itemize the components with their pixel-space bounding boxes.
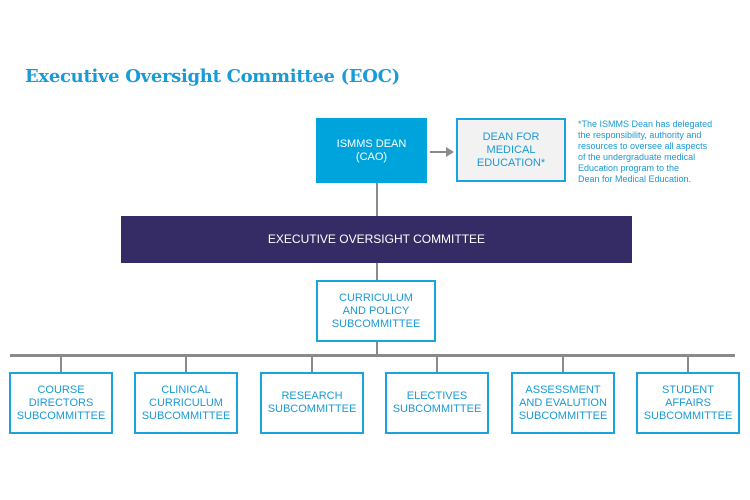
node-dean-medical-education: DEAN FOR MEDICAL EDUCATION*: [456, 118, 566, 182]
connector-line: [376, 183, 378, 216]
connector-line: [60, 357, 62, 372]
connector-line: [185, 357, 187, 372]
arrow-right-icon: [446, 147, 454, 157]
chart-title: Executive Oversight Committee (EOC): [25, 66, 400, 87]
node-subcommittee: CLINICAL CURRICULUM SUBCOMMITTEE: [134, 372, 238, 434]
connector-line: [430, 151, 448, 153]
node-subcommittee: ASSESSMENT AND EVALUTION SUBCOMMITTEE: [511, 372, 615, 434]
node-subcommittee: RESEARCH SUBCOMMITTEE: [260, 372, 364, 434]
connector-line: [687, 357, 689, 372]
node-subcommittee: ELECTIVES SUBCOMMITTEE: [385, 372, 489, 434]
footnote: *The ISMMS Dean has delegated the respon…: [578, 119, 713, 184]
node-ismms-dean: ISMMS DEAN (CAO): [316, 118, 427, 183]
node-curriculum-policy: CURRICULUM AND POLICY SUBCOMMITTEE: [316, 280, 436, 342]
connector-line: [562, 357, 564, 372]
connector-line: [376, 342, 378, 355]
node-subcommittee: COURSE DIRECTORS SUBCOMMITTEE: [9, 372, 113, 434]
connector-line: [311, 357, 313, 372]
connector-line: [436, 357, 438, 372]
connector-line: [376, 263, 378, 280]
node-eoc: EXECUTIVE OVERSIGHT COMMITTEE: [121, 216, 632, 263]
node-subcommittee: STUDENT AFFAIRS SUBCOMMITTEE: [636, 372, 740, 434]
horizontal-bus-line: [10, 354, 735, 357]
